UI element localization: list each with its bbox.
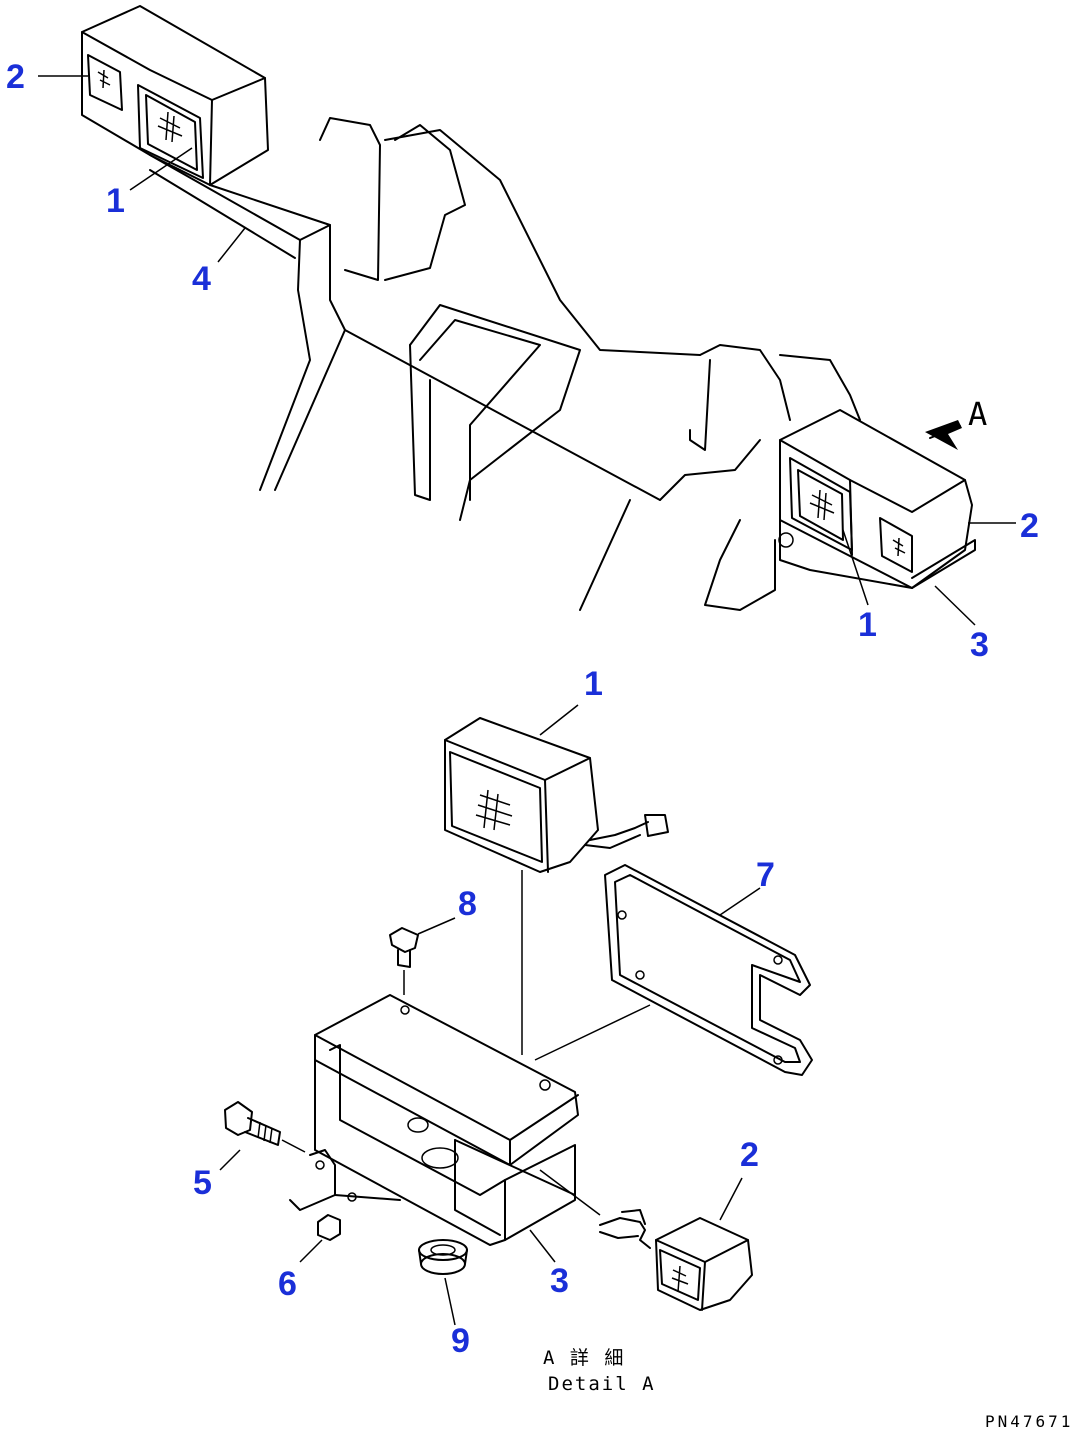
callout-1-upper-left: 1: [106, 182, 125, 220]
callout-3-detail: 3: [550, 1262, 569, 1300]
callout-3-upper-right: 3: [970, 626, 989, 664]
bolt-part-5: [224, 1101, 306, 1153]
view-arrow-label: A: [968, 395, 987, 433]
callout-2-upper-left: 2: [6, 58, 25, 96]
callout-7-detail: 7: [756, 856, 775, 894]
view-arrow-a: A: [925, 395, 987, 450]
right-lamp-unit: [778, 409, 976, 589]
callout-9-detail: 9: [451, 1322, 470, 1360]
frame-body: [259, 117, 861, 611]
grommet-part-9: [418, 1239, 468, 1275]
bolt-part-8: [389, 927, 419, 995]
detail-leaders: [219, 704, 761, 1326]
left-lamp-unit: [81, 5, 331, 259]
detail-caption-english: Detail A: [548, 1373, 656, 1395]
side-lamp-part-2: [539, 1169, 753, 1311]
upper-leaders: [38, 75, 1016, 626]
upper-assembly-view: A 2 1 4 2 1 3: [6, 5, 1039, 664]
callout-4-upper-left: 4: [192, 260, 211, 298]
detail-caption-japanese: A 詳 細: [543, 1347, 625, 1369]
drawing-code: PN47671: [985, 1412, 1073, 1431]
nut-part-6: [317, 1214, 341, 1241]
callout-1-upper-right: 1: [858, 606, 877, 644]
callout-8-detail: 8: [458, 885, 477, 923]
callout-1-detail: 1: [584, 665, 603, 703]
gasket-part-7: [534, 864, 813, 1076]
callout-2-detail: 2: [740, 1136, 759, 1174]
bracket-part-3: [289, 994, 579, 1246]
callout-2-upper-right: 2: [1020, 507, 1039, 545]
callout-5-detail: 5: [193, 1164, 212, 1202]
callout-6-detail: 6: [278, 1265, 297, 1303]
detail-a-exploded-view: 1 7 8 2 5 6 3 9 A 詳 細 Detail A: [193, 665, 813, 1395]
work-lamp-part-1: [444, 717, 669, 1055]
